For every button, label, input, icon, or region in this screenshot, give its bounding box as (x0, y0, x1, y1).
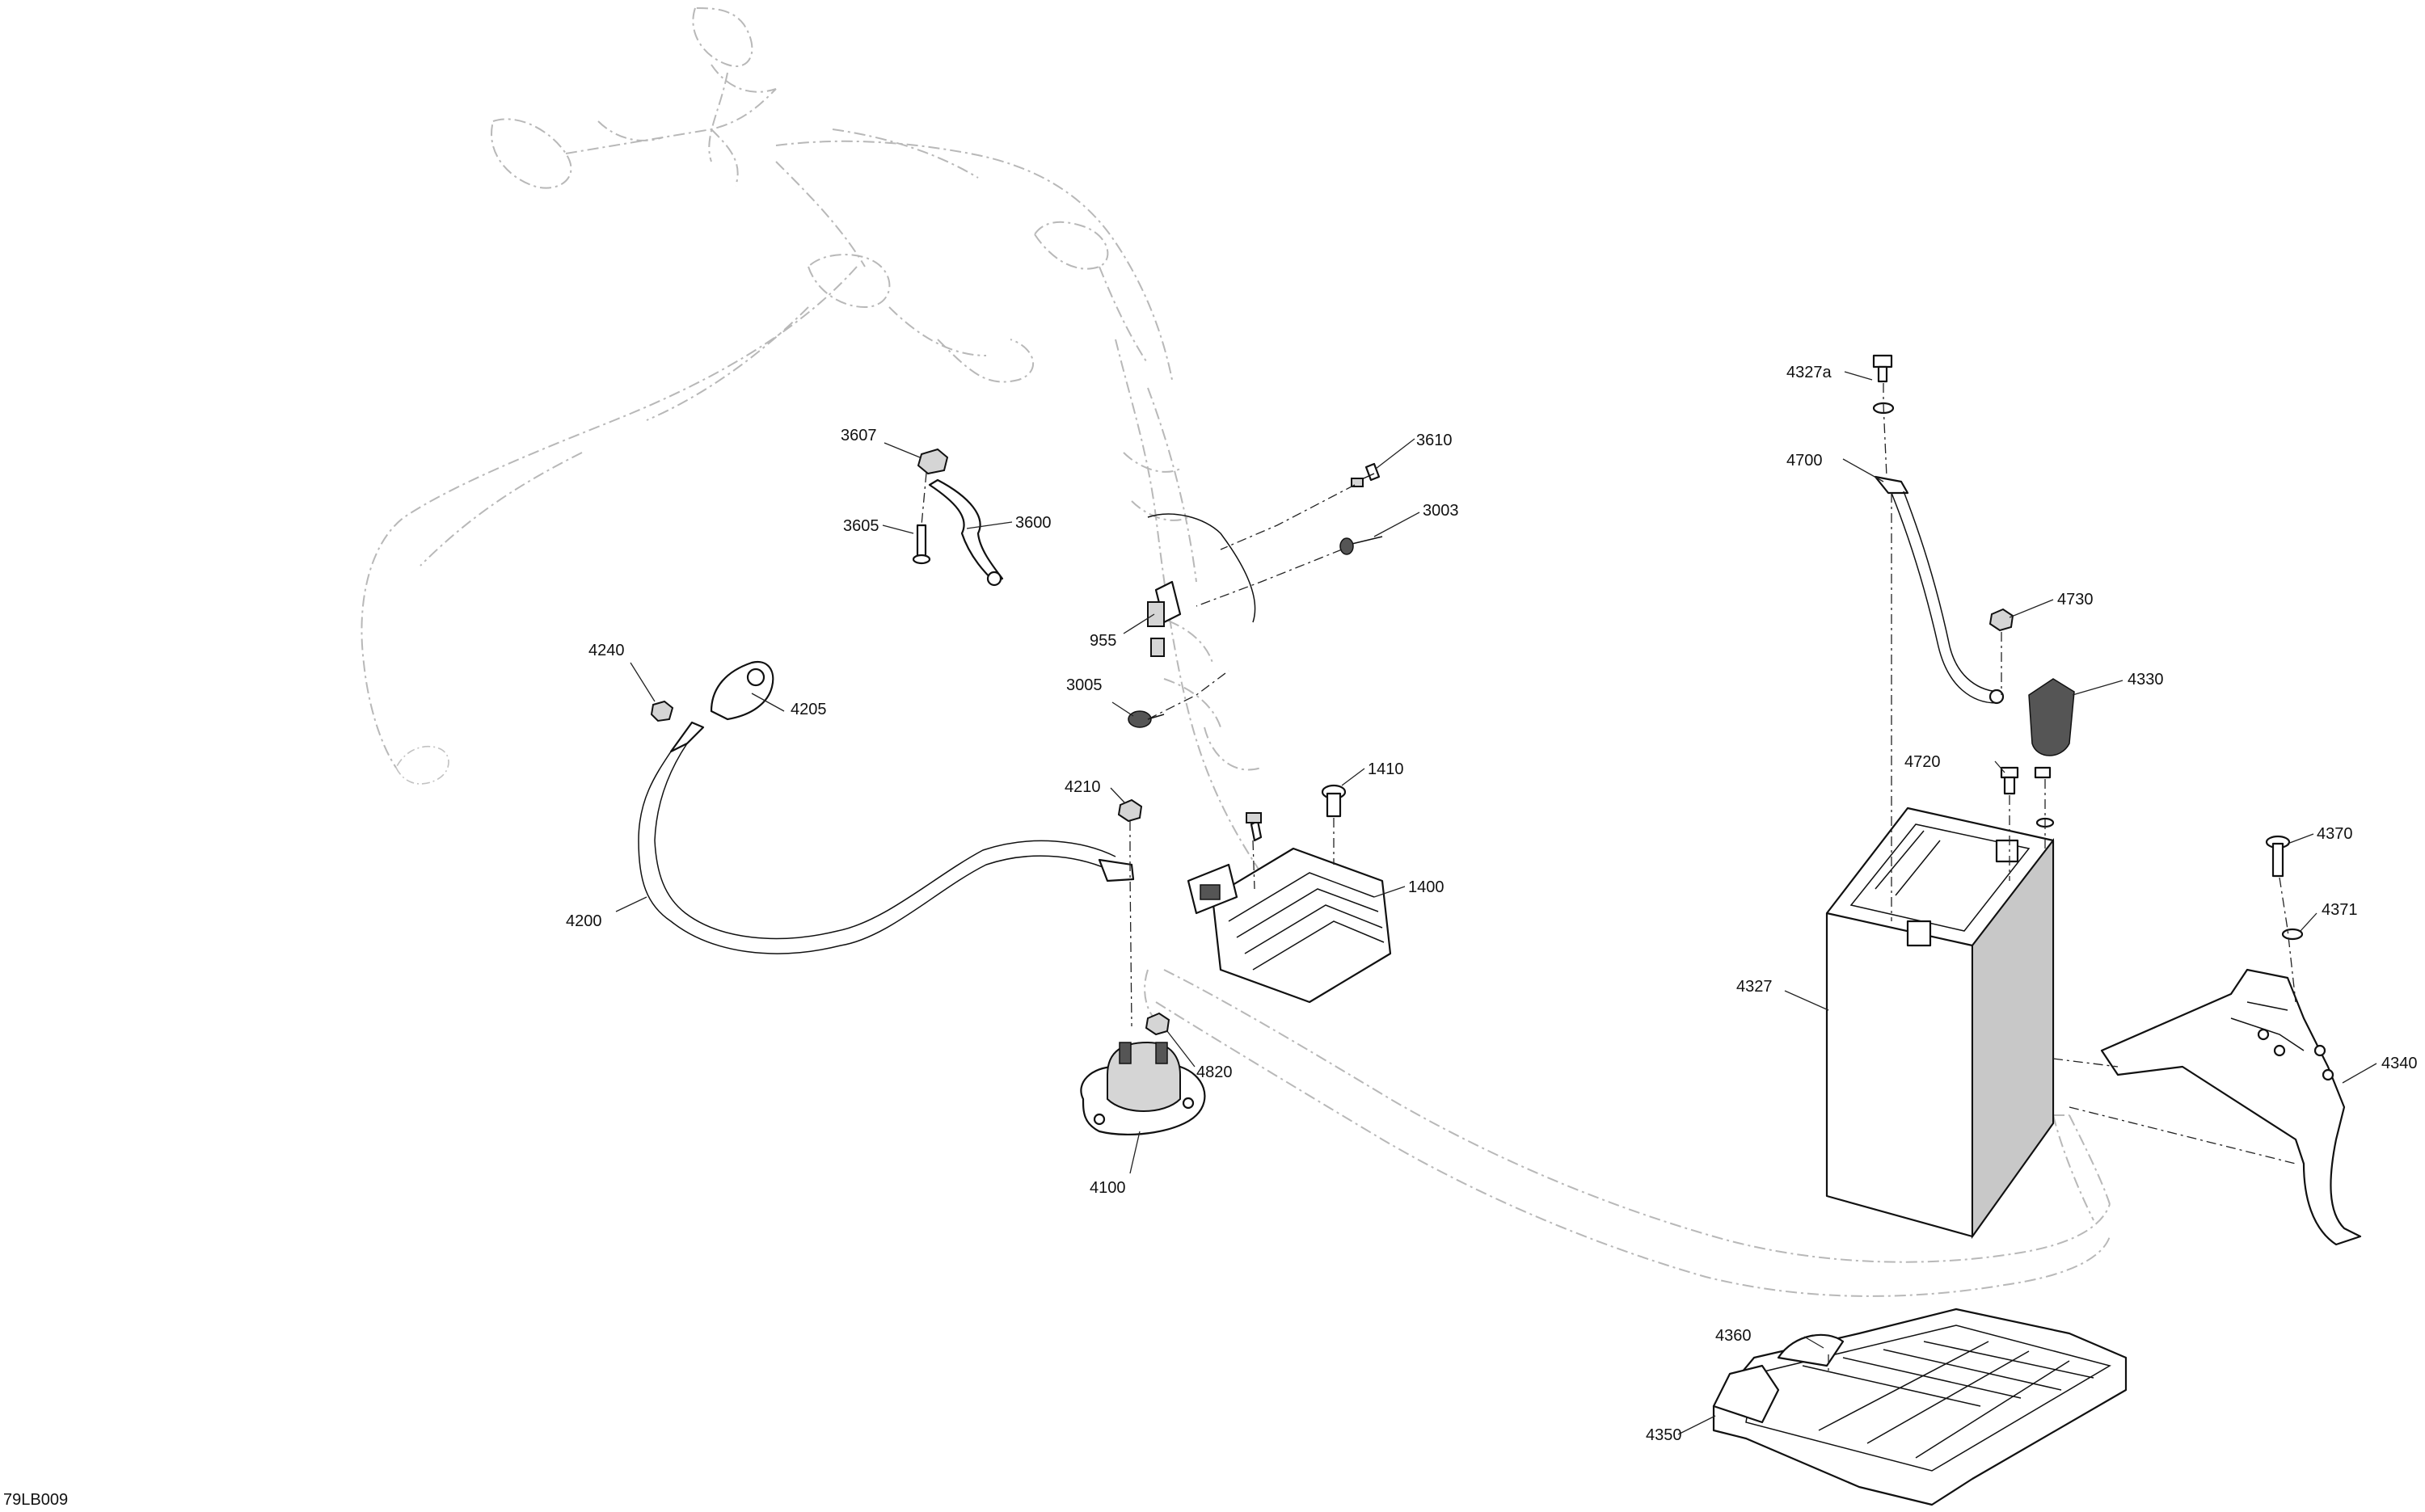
callout-4730: 4730 (2057, 591, 2094, 609)
callout-4350: 4350 (1646, 1426, 1682, 1444)
washer-4371 (2281, 928, 2304, 941)
bolt-4720 (2000, 766, 2019, 795)
callout-4330: 4330 (2128, 671, 2164, 689)
terminal-cover-4330 (2028, 678, 2075, 756)
regulator-bracket (1147, 513, 1256, 657)
callout-4210: 4210 (1065, 778, 1101, 796)
battery-tray-4350 (1712, 1308, 2128, 1506)
harness-phantom (361, 6, 2111, 1297)
callout-4700: 4700 (1786, 452, 1823, 470)
battery-strap-4700 (1874, 475, 2005, 705)
callout-1410: 1410 (1368, 760, 1404, 778)
assembly-axes (921, 383, 2296, 1374)
screw-3610 (1351, 462, 1381, 487)
battery-4327 (1825, 807, 2055, 1240)
callout-4370: 4370 (2317, 825, 2353, 843)
callout-3005: 3005 (1066, 676, 1103, 694)
callout-4240: 4240 (588, 642, 625, 659)
callout-4205: 4205 (791, 701, 827, 718)
callout-4720: 4720 (1904, 753, 1941, 771)
callout-4200: 4200 (566, 912, 602, 930)
nut-4240 (650, 700, 674, 722)
callout-3605: 3605 (843, 517, 879, 535)
callout-4327a: 4327a (1786, 364, 1832, 381)
callout-4340: 4340 (2381, 1055, 2418, 1072)
callout-3607: 3607 (841, 427, 877, 444)
callout-3610: 3610 (1416, 432, 1453, 449)
callout-4371: 4371 (2322, 901, 2358, 919)
callout-955: 955 (1090, 632, 1116, 650)
starter-solenoid-4100 (1080, 1041, 1206, 1136)
callout-3003: 3003 (1423, 502, 1459, 520)
ground-strap-3600 (912, 448, 1004, 587)
nut-4210 (1117, 798, 1143, 823)
voltage-regulator-1400 (1187, 812, 1392, 1004)
bolt-small-4720b (2034, 766, 2055, 828)
callout-1400: 1400 (1408, 878, 1444, 896)
screw-3003 (1339, 536, 1383, 555)
callout-3600: 3600 (1015, 514, 1052, 532)
callout-4100: 4100 (1090, 1179, 1126, 1197)
battery-bracket-4340 (2100, 968, 2362, 1246)
callout-4820: 4820 (1196, 1063, 1233, 1081)
diagram-code: 79LB009 (3, 1491, 68, 1509)
bolt-1410 (1321, 784, 1347, 818)
nut-4820 (1145, 1012, 1170, 1036)
battery-cable-4200 (638, 721, 1135, 954)
callout-4327: 4327 (1736, 978, 1773, 996)
bolt-3005 (1128, 710, 1165, 728)
leader-lines (615, 371, 2377, 1435)
nut-4730 (1988, 608, 2014, 632)
boot-4205 (710, 660, 774, 721)
callout-labels: 3607 3610 3605 3600 3003 955 4240 4205 3… (3, 364, 2418, 1509)
callout-4360: 4360 (1715, 1327, 1752, 1345)
bolt-4370 (2265, 835, 2291, 878)
